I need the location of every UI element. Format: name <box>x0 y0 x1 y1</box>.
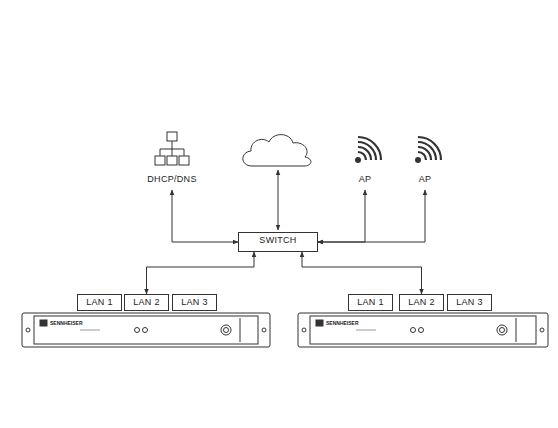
port-label-box: LAN 2 <box>399 294 444 311</box>
box-label: LAN 2 <box>407 297 436 308</box>
brand-logo-text: SENNHEISER <box>50 320 83 326</box>
network-link <box>318 190 365 242</box>
access-point-node: AP <box>343 130 387 190</box>
port-label-box: LAN 2 <box>124 294 169 311</box>
box-label: LAN 1 <box>356 297 385 308</box>
box-label: SWITCH <box>246 235 310 246</box>
access-point-node: AP <box>403 130 447 190</box>
box-label: LAN 1 <box>85 297 114 308</box>
network-link <box>172 190 238 242</box>
cloud-link <box>278 170 279 230</box>
wifi-icon <box>405 130 445 168</box>
box-label: LAN 3 <box>455 297 484 308</box>
network-link <box>147 252 255 294</box>
switch-box: SWITCH <box>238 232 318 252</box>
port-label-box: LAN 1 <box>348 294 393 311</box>
rack-unit <box>22 313 270 347</box>
network-link <box>302 252 422 294</box>
port-label-box: LAN 3 <box>447 294 492 311</box>
server-node: DHCP/DNS <box>147 130 197 190</box>
node-label: AP <box>343 174 387 185</box>
node-label: DHCP/DNS <box>147 174 197 185</box>
wifi-icon <box>345 130 385 168</box>
brand-logo-text: SENNHEISER <box>326 320 359 326</box>
rack-unit <box>298 313 548 347</box>
cloud-icon <box>243 135 311 166</box>
network-icon <box>152 130 192 168</box>
box-label: LAN 2 <box>132 297 161 308</box>
box-label: LAN 3 <box>180 297 209 308</box>
port-label-box: LAN 1 <box>77 294 122 311</box>
node-label: AP <box>403 174 447 185</box>
network-link <box>318 190 425 242</box>
port-label-box: LAN 3 <box>172 294 217 311</box>
